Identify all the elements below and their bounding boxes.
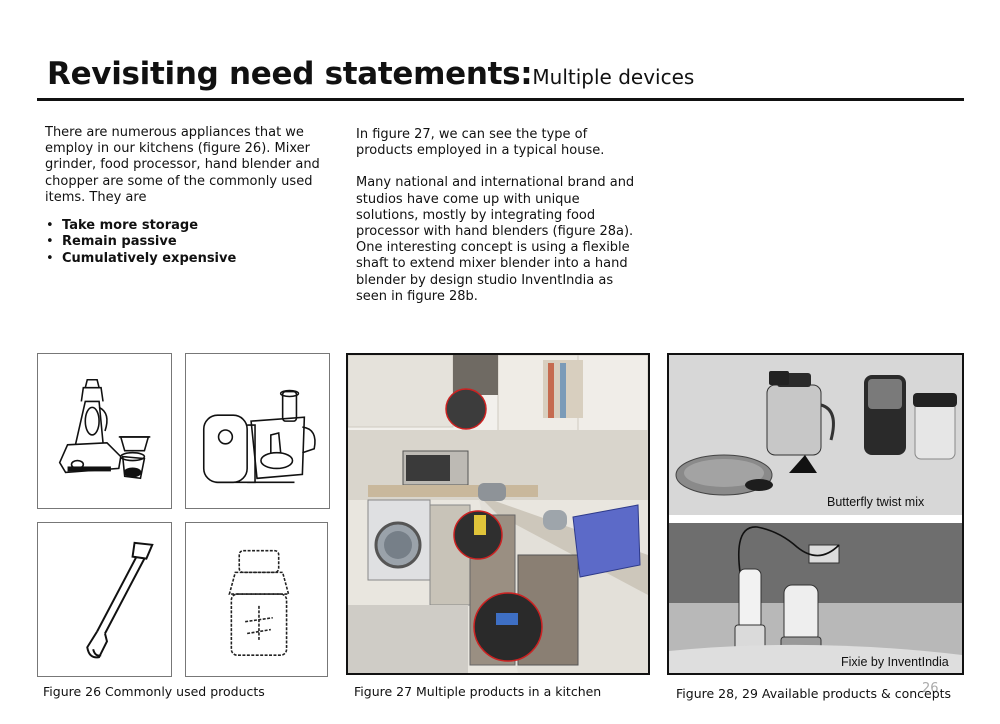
page-title-sub: Multiple devices [532,65,695,89]
mixer-grinder-sketch [37,353,172,509]
chopper-drawing [228,549,290,656]
right-paragraph-1: In figure 27, we can see the type of pro… [356,127,605,159]
kitchen-photo [346,353,650,675]
products-illustration [669,355,962,673]
left-text-column: There are numerous appliances that we em… [45,125,330,267]
figure-27-caption: Figure 27 Multiple products in a kitchen [354,684,602,699]
hand-blender-drawing [86,541,154,659]
bullet-item: Take more storage [45,218,330,235]
figure-26-caption: Figure 26 Commonly used products [43,684,265,699]
page-title: Revisiting need statements:Multiple devi… [47,56,694,92]
bullet-item: Cumulatively expensive [45,251,330,268]
food-processor-drawing [202,389,316,484]
figure-28-caption: Figure 28, 29 Available products & conce… [676,686,952,701]
page-title-main: Revisiting need statements: [47,56,533,92]
left-paragraph: There are numerous appliances that we em… [45,125,320,205]
kitchen-photo-illustration [348,355,648,673]
mixer-grinder-drawing [58,378,151,480]
chopper-sketch [185,522,328,677]
available-products-photos: Butterfly twist mix Fixie by InventIndia [667,353,964,675]
butterfly-twist-mix-label: Butterfly twist mix [827,495,925,509]
right-text-column: In figure 27, we can see the type of pro… [356,127,646,305]
hand-blender-sketch [37,522,172,677]
right-paragraph-2: Many national and international brand an… [356,175,635,304]
bullet-item: Remain passive [45,234,330,251]
fixie-label: Fixie by InventIndia [841,655,949,669]
title-underline [37,98,964,101]
page-number: 26 [922,681,939,696]
need-bullet-list: Take more storage Remain passive Cumulat… [45,218,330,267]
food-processor-sketch [185,353,330,509]
